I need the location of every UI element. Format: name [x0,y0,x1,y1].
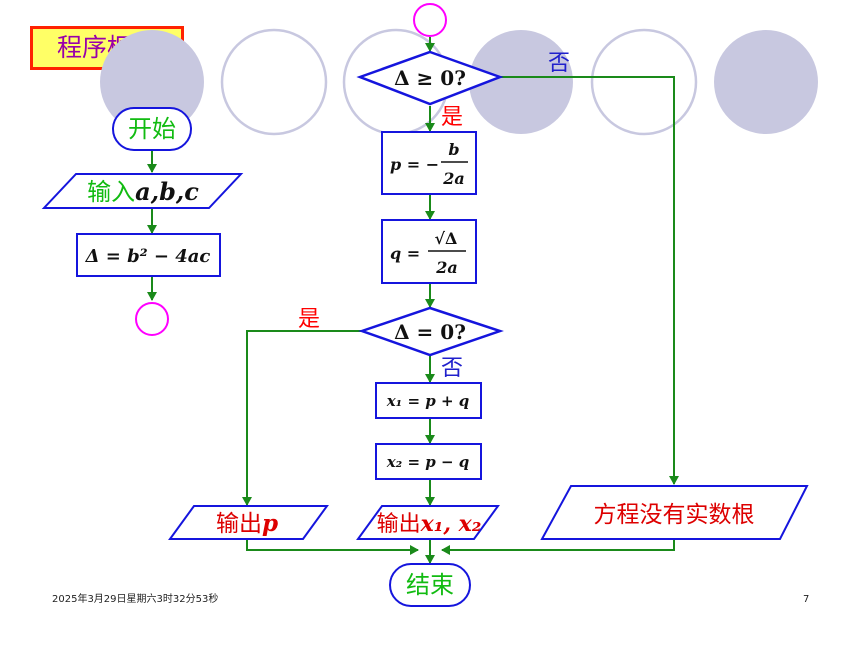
start-terminal [112,107,192,151]
x1-formula-label: x₁ = p + q [386,392,470,410]
p-formula-lhs: p = − [390,155,439,174]
output-x-prefix: 输出 [377,512,421,537]
decor-circle-outline-1 [220,28,328,136]
output-p-var: p [262,510,278,537]
output-x-label: 输出x₁, x₂ [377,511,482,537]
q-formula-lhs: q = [390,244,420,263]
no-roots-label: 方程没有实数根 [594,502,755,528]
connector-circle-top [413,3,447,37]
merge-line-right [441,539,675,555]
footer-date: 2025年3月29日星期六3时32分53秒 [52,594,219,605]
decision1-no-label: 否 [548,51,570,76]
decision2-label: Δ = 0? [394,320,466,344]
decor-circle-outline-3 [590,28,698,136]
output-p-parallelogram [168,505,329,540]
q-formula-denominator: 2a [435,258,458,277]
output-x-vars: x₁, x₂ [420,511,482,537]
connector-circle-left [135,302,169,336]
decision2-diamond [358,306,504,357]
decision1-yes-label: 是 [441,105,463,130]
input-parallelogram [41,173,244,209]
start-label: 开始 [128,115,176,143]
decor-circle-filled-2 [469,30,573,134]
q-formula-numerator: √Δ [435,229,458,248]
x2-formula-box [375,443,482,480]
output-x-parallelogram [356,505,500,540]
end-terminal [389,563,471,607]
output-p-label: 输出p [216,510,278,537]
discriminant-label: Δ = b² − 4ac [85,246,211,267]
arrow-decision1-no-branch [500,76,679,485]
p-formula-denominator: 2a [442,169,465,188]
p-formula-box [381,131,477,195]
end-label: 结束 [406,571,454,599]
page-number: 7 [803,594,810,605]
decision2-no-label: 否 [441,356,463,381]
x1-formula-box [375,382,482,419]
input-vars: a,b,c [135,177,199,206]
merge-line-left [246,539,419,555]
decor-circle-filled-3 [714,30,818,134]
decision1-diamond [356,50,504,106]
output-p-prefix: 输出 [216,511,262,537]
decision2-yes-label: 是 [298,307,320,332]
x2-formula-label: x₂ = p − q [386,453,470,471]
input-prefix: 输入 [87,178,135,206]
decor-circle-filled-1 [100,30,204,134]
no-roots-parallelogram [540,485,809,540]
decision1-label: Δ ≥ 0? [394,66,466,90]
p-formula-numerator: b [448,140,459,159]
flow-lines [147,37,679,564]
discriminant-box [76,233,221,277]
input-label: 输入a,b,c [87,177,199,206]
arrow-decision2-yes-branch [242,330,362,506]
